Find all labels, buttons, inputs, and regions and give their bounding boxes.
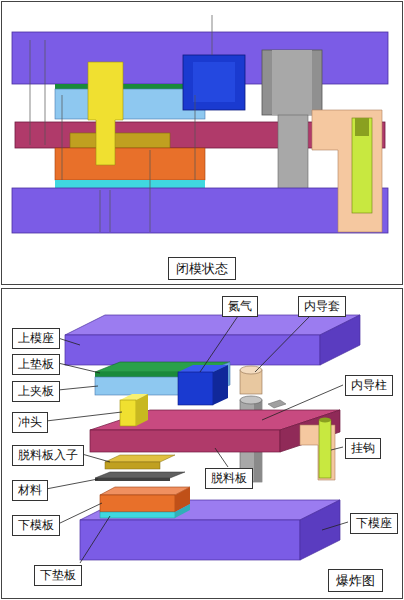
part-label: 爆炸图 xyxy=(336,572,375,589)
closed-die xyxy=(12,15,388,233)
part-label: 上模座 xyxy=(18,331,54,346)
part-label: 下模座 xyxy=(356,516,392,531)
part-label: 冲头 xyxy=(18,415,42,430)
label-box: 上垫板 xyxy=(12,354,60,375)
label-box: 挂钩 xyxy=(345,438,381,459)
part-label: 上垫板 xyxy=(18,357,54,372)
label-box: 下模板 xyxy=(12,515,60,536)
part-label: 下模板 xyxy=(18,518,54,533)
leader-lines xyxy=(46,316,348,563)
label-box: 下模座 xyxy=(350,513,398,534)
closed-panel xyxy=(2,2,403,285)
label-box: 脱料板入子 xyxy=(12,445,84,466)
label-box: 冲头 xyxy=(12,412,48,433)
part-label: 内导柱 xyxy=(351,378,387,393)
exploded-die xyxy=(65,315,360,560)
label-box: 爆炸图 xyxy=(328,569,383,592)
part-label: 下垫板 xyxy=(40,568,76,583)
part-label: 闭模状态 xyxy=(176,260,228,277)
part-label: 材料 xyxy=(18,483,42,498)
part-label: 氮气 xyxy=(228,299,252,314)
label-box: 氮气 xyxy=(222,296,258,317)
label-box: 材料 xyxy=(12,480,48,501)
label-box: 脱料板 xyxy=(205,468,253,489)
part-label: 内导套 xyxy=(304,299,340,314)
part-label: 上夹板 xyxy=(18,384,54,399)
label-box: 闭模状态 xyxy=(168,257,236,280)
part-label: 脱料板入子 xyxy=(18,448,78,463)
label-box: 上模座 xyxy=(12,328,60,349)
part-label: 挂钩 xyxy=(351,441,375,456)
exploded-panel xyxy=(2,289,403,599)
label-box: 内导柱 xyxy=(345,375,393,396)
part-label: 脱料板 xyxy=(211,471,247,486)
label-box: 上夹板 xyxy=(12,381,60,402)
label-box: 下垫板 xyxy=(34,565,82,586)
label-box: 内导套 xyxy=(298,296,346,317)
